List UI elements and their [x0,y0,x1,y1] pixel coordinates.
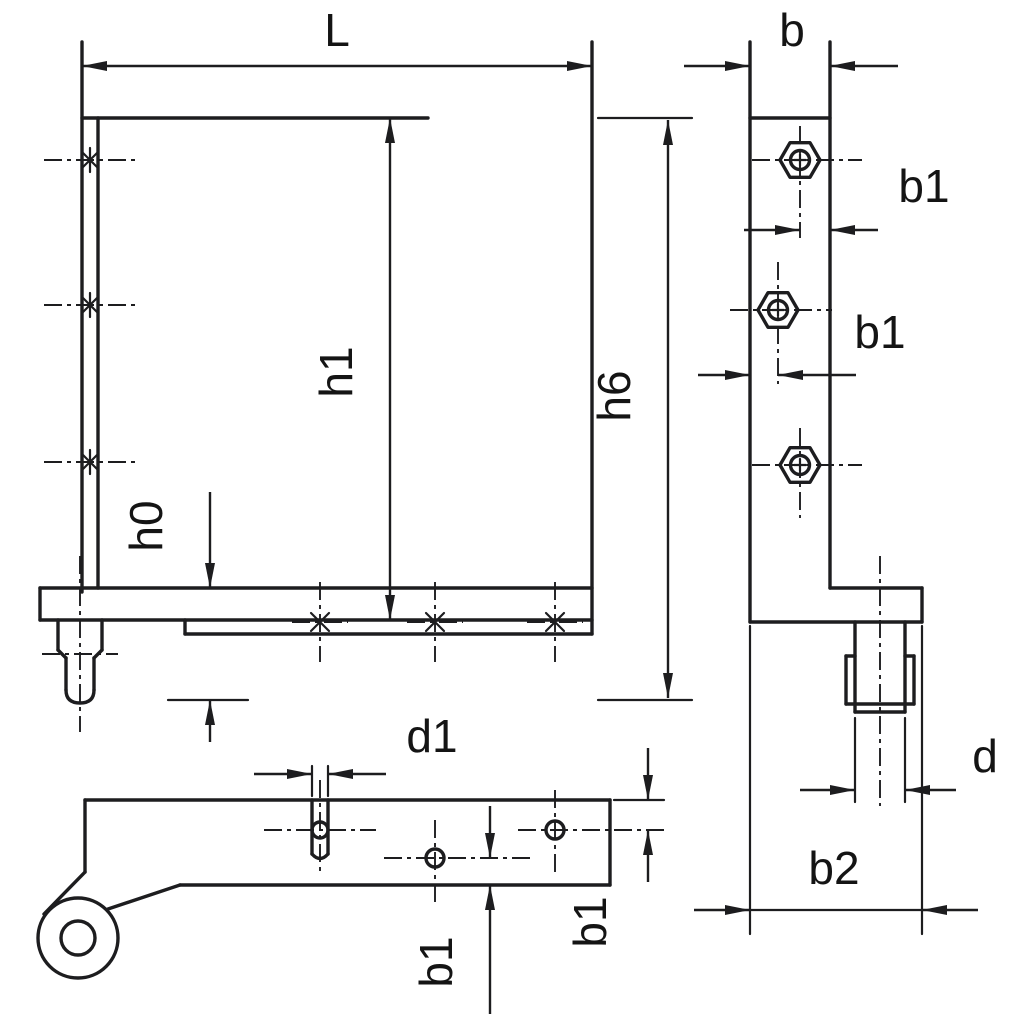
hex-bolt-1 [752,126,862,238]
dimension-label-b1-plan-left: b1 [410,936,462,987]
clevis-pin-front [42,556,118,732]
side-view: b b1 b1 d b2 [684,4,998,936]
lug-hole [59,919,97,957]
dimension-label-b1-plan-right: b1 [564,896,616,947]
dimension-label-b1-side-lower: b1 [854,306,905,358]
plate-hole-marks [44,146,136,476]
dimension-b1-side-lower: b1 [698,306,906,380]
dimension-b: b [684,4,898,71]
dimension-b1-plan-right: b1 [564,748,666,948]
hex-bolt-3 [752,428,862,518]
bracket-outline [38,40,594,636]
front-view: L h1 h6 h0 [38,4,694,742]
hex-bolt-2 [730,262,832,384]
dimension-label-h0: h0 [120,500,172,551]
dimension-label-h1: h1 [310,346,362,397]
dimension-b1-plan-left: b1 [410,806,495,1014]
middle-hole [384,820,532,906]
dimension-h1: h1 [310,118,395,620]
lug-boss [36,896,120,980]
dimension-label-b2: b2 [808,842,859,894]
dimension-b1-side-upper: b1 [744,160,950,235]
dimension-d: d [800,716,998,804]
right-hole [518,790,668,872]
upright-outline [748,40,924,624]
dimension-label-d1: d1 [406,710,457,762]
dimension-h0: h0 [120,492,250,742]
dimension-label-h6: h6 [588,370,640,421]
clevis-pin-side [844,556,916,806]
dimension-h6: h6 [588,116,694,702]
dimension-d1: d1 [254,710,458,798]
dimension-label-b1-side-upper: b1 [898,160,949,212]
dimension-label-d: d [972,730,998,782]
dimension-label-b: b [779,4,805,56]
dimension-b2: b2 [694,624,978,936]
arm-outline [36,798,612,980]
dimension-L: L [82,4,592,71]
dimension-label-L: L [324,4,350,56]
base-hole-marks [292,582,583,662]
bottom-view: d1 b1 b1 [36,710,668,1014]
slot-hole [264,780,376,876]
